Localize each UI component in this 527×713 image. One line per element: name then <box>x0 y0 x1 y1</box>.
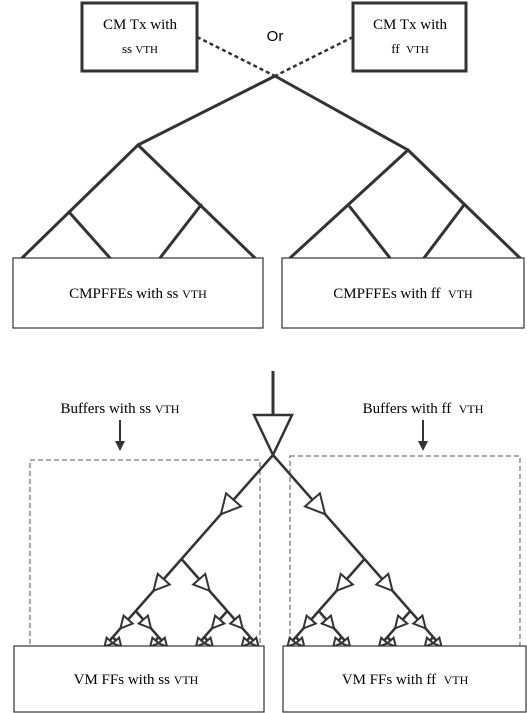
buffers-ss-label: Buffers with ss VTH <box>61 401 180 417</box>
source-ff-line2: ff VTH <box>391 41 429 56</box>
buffer-3 <box>118 613 135 631</box>
sink-box-vmff-ss <box>13 645 265 713</box>
source-box-ff <box>351 1 468 73</box>
sink-vmff-ff-label: VM FFs with ff VTH <box>342 672 469 688</box>
sink-cmpffe-ss-label: CMPFFEs with ss VTH <box>69 286 207 302</box>
buffer-26 <box>377 635 390 649</box>
top-tree-branches <box>20 74 522 260</box>
buffer-19 <box>286 635 298 649</box>
sink-cmpffe-ff-label: CMPFFEs with ff VTH <box>333 286 473 302</box>
buffer-25 <box>393 613 410 631</box>
buffer-4 <box>103 635 115 649</box>
sink-box-cmpffe-ff <box>281 257 525 329</box>
buffer-28 <box>411 613 428 631</box>
buffer-22 <box>331 635 344 649</box>
source-ff-line1: CM Tx with <box>373 17 447 33</box>
buffer-27 <box>385 635 398 649</box>
sink-box-vmff-ff <box>282 645 527 713</box>
buffer-tree <box>100 454 446 651</box>
bottom-diagram: Buffers with ss VTH Buffers with ff VTH … <box>13 371 527 713</box>
buffer-23 <box>339 635 352 649</box>
buffer-2 <box>152 572 172 593</box>
sink-box-cmpffe-ss <box>12 257 264 329</box>
buffer-5 <box>110 635 123 649</box>
buffer-16 <box>303 491 327 516</box>
buffer-11 <box>194 635 207 649</box>
source-ss-line1: CM Tx with <box>103 17 177 33</box>
buffer-17 <box>335 572 355 593</box>
top-diagram: CM Tx with ss VTH CM Tx with ff VTH Or C… <box>12 1 525 329</box>
buffer-12 <box>202 635 215 649</box>
buffer-21 <box>319 613 336 631</box>
buffer-8 <box>156 635 169 649</box>
dashed-link-ss <box>196 35 276 78</box>
buffer-18 <box>301 613 318 631</box>
buffer-1 <box>219 491 243 516</box>
buffer-24 <box>374 572 394 593</box>
buffer-20 <box>293 635 306 649</box>
buffer-7 <box>148 635 161 649</box>
buffer-30 <box>431 635 443 649</box>
buffer-29 <box>423 635 436 649</box>
root-buffer <box>252 413 294 458</box>
dashed-link-ff <box>274 35 354 78</box>
buffer-15 <box>248 635 260 649</box>
buffer-10 <box>210 613 227 631</box>
buffer-region-ss <box>29 459 261 651</box>
or-label: Or <box>267 28 284 45</box>
buffer-6 <box>136 613 153 631</box>
buffer-13 <box>228 613 245 631</box>
buffer-9 <box>191 572 211 593</box>
source-ss-line2: ss VTH <box>122 41 158 56</box>
source-box-ss <box>80 1 199 73</box>
buffer-14 <box>240 635 253 649</box>
buffers-ff-label: Buffers with ff VTH <box>363 401 484 417</box>
sink-vmff-ss-label: VM FFs with ss VTH <box>74 672 199 688</box>
